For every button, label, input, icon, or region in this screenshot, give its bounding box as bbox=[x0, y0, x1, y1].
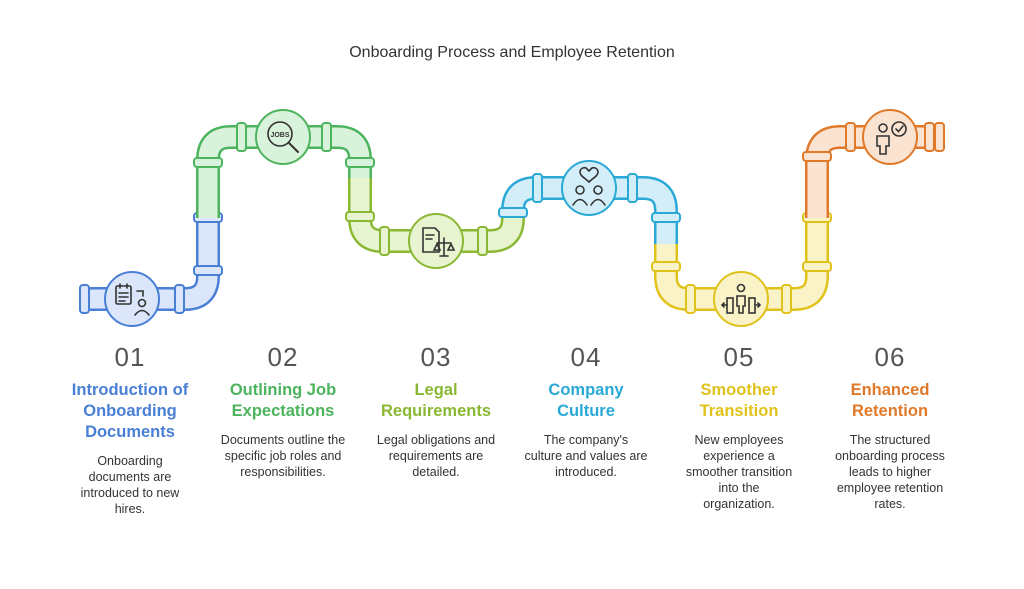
step-description: The company's culture and values are int… bbox=[524, 433, 648, 479]
jobs-magnifier-icon: JOBS bbox=[255, 109, 311, 165]
step-heading: Introduction of Onboarding Documents bbox=[71, 381, 189, 441]
checklist-person-icon bbox=[104, 271, 160, 327]
step-heading: Company Culture bbox=[548, 381, 624, 420]
step-description: Documents outline the specific job roles… bbox=[220, 433, 346, 479]
step-heading: Enhanced Retention bbox=[850, 381, 930, 420]
step-description: Legal obligations and requirements are d… bbox=[376, 433, 496, 479]
step-heading: Legal Requirements bbox=[380, 381, 492, 420]
step-02: 02 Outlining Job Expectations Documents … bbox=[213, 340, 353, 480]
step-04: 04 Company Culture The company's culture… bbox=[516, 340, 656, 480]
document-scales-icon bbox=[408, 213, 464, 269]
step-number: 01 bbox=[114, 342, 146, 372]
step-05: 05 Smoother Transition New employees exp… bbox=[669, 340, 809, 512]
step-01: 01 Introduction of Onboarding Documents … bbox=[60, 340, 200, 517]
step-03: 03 Legal Requirements Legal obligations … bbox=[366, 340, 506, 480]
jobs-label: JOBS bbox=[270, 132, 289, 139]
diagram-title: Onboarding Process and Employee Retentio… bbox=[349, 44, 675, 61]
pipe-segment-06 bbox=[802, 122, 945, 218]
step-06: 06 Enhanced Retention The structured onb… bbox=[820, 340, 960, 512]
step-number: 05 bbox=[723, 342, 755, 372]
person-doors-icon bbox=[713, 271, 769, 327]
people-heart-icon bbox=[561, 160, 617, 216]
step-description: The structured onboarding process leads … bbox=[835, 433, 945, 511]
step-heading: Smoother Transition bbox=[699, 381, 779, 420]
step-description: New employees experience a smoother tran… bbox=[685, 433, 793, 511]
step-number: 03 bbox=[420, 342, 452, 372]
step-heading: Outlining Job Expectations bbox=[229, 381, 337, 420]
step-number: 04 bbox=[570, 342, 602, 372]
step-number: 02 bbox=[267, 342, 299, 372]
pipeline-diagram: JOBS bbox=[79, 109, 945, 327]
step-description: Onboarding documents are introduced to n… bbox=[80, 454, 180, 516]
person-check-icon bbox=[862, 109, 918, 165]
step-number: 06 bbox=[874, 342, 906, 372]
